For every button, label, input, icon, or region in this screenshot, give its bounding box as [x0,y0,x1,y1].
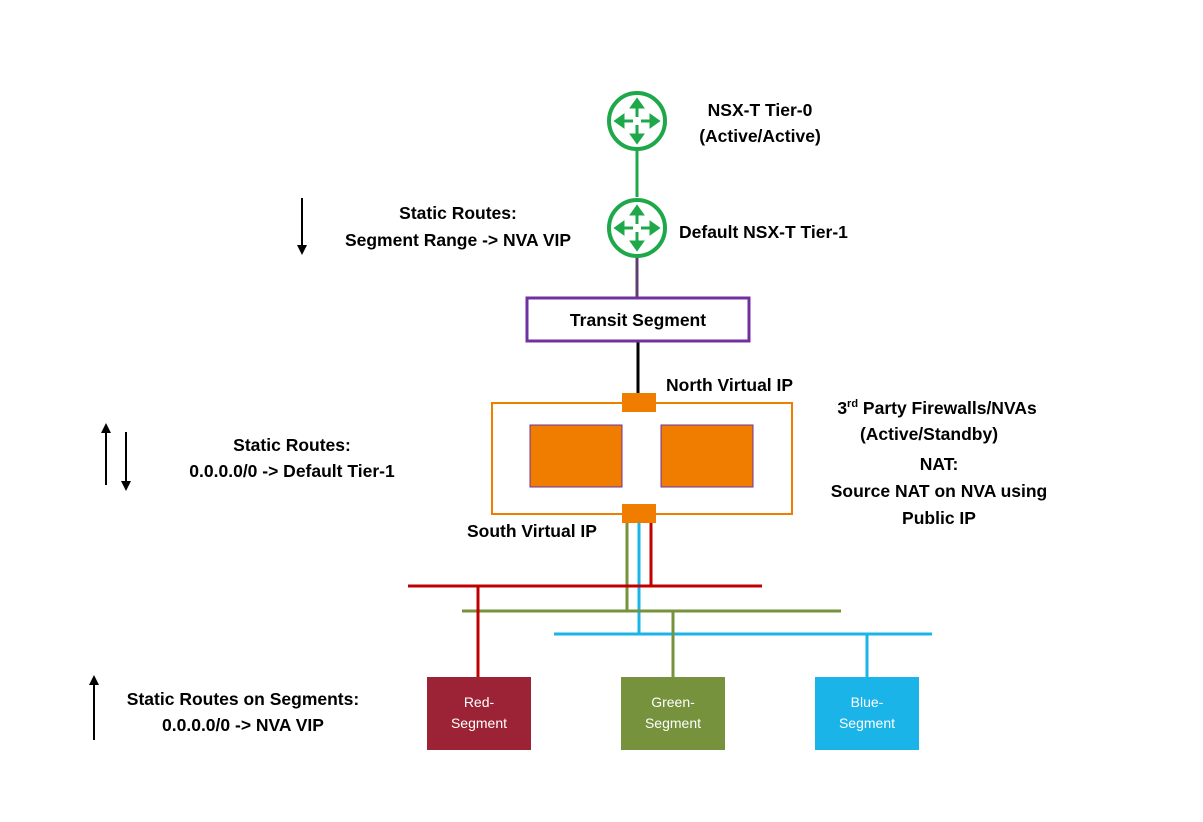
blue-segment-line1: Blue- [851,694,884,710]
transit-segment-label: Transit Segment [570,310,706,330]
firewalls-line1: 3rd Party Firewalls/NVAs [837,398,1037,418]
firewalls-line2: (Active/Standby) [860,424,998,444]
blue-segment-box [815,677,919,750]
green-segment-line1: Green- [651,694,695,710]
south-vip-port [622,504,656,523]
nat-line1: Source NAT on NVA using [831,481,1048,501]
nat-line2: Public IP [902,508,976,528]
south-vip-label: South Virtual IP [467,521,597,541]
bottom-annotation-line1: Static Routes on Segments: [127,689,359,709]
green-segment-line2: Segment [645,715,701,731]
green-segment-box [621,677,725,750]
nva-standby [660,424,754,488]
top-annotation-line2: Segment Range -> NVA VIP [345,230,571,250]
transit-segment-box [525,296,751,343]
tier1-label: Default NSX-T Tier-1 [679,222,848,242]
nat-title: NAT: [920,454,959,474]
middle-annotation-line1: Static Routes: [233,435,351,455]
bottom-annotation-line2: 0.0.0.0/0 -> NVA VIP [162,715,324,735]
top-annotation-line1: Static Routes: [399,203,517,223]
nva-primary [529,424,623,488]
tier0-router-icon [607,91,667,151]
red-segment-box [427,677,531,750]
red-segment-line2: Segment [451,715,507,731]
tier0-subtitle: (Active/Active) [699,126,821,146]
north-vip-port [622,393,656,412]
tier0-title: NSX-T Tier-0 [708,100,813,120]
red-segment-line1: Red- [464,694,495,710]
tier1-router-icon [607,198,667,258]
middle-annotation-line2: 0.0.0.0/0 -> Default Tier-1 [189,461,395,481]
north-vip-label: North Virtual IP [666,375,793,395]
blue-segment-line2: Segment [839,715,895,731]
